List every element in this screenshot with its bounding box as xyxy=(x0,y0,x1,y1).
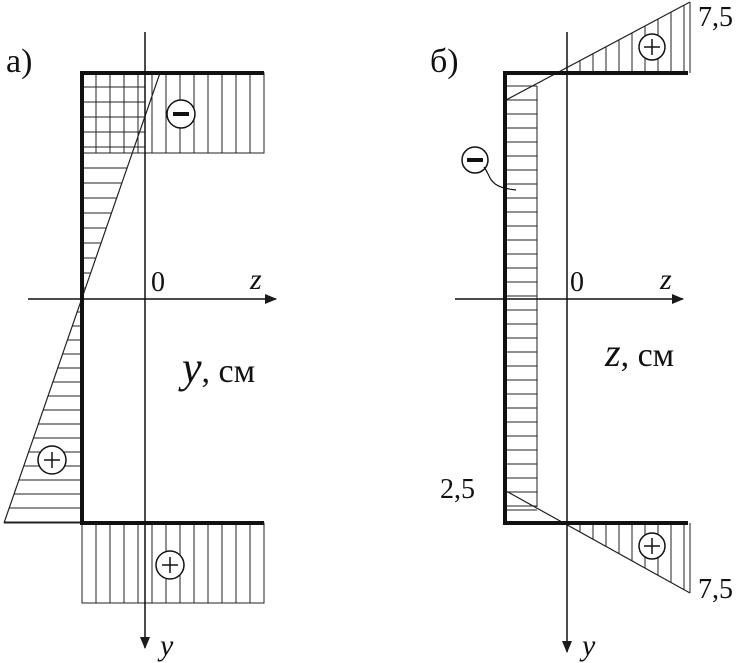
panel-a-origin-label: 0 xyxy=(151,267,165,298)
panel-b: б) 0 z y 7,5 7,5 2,5 z, см xyxy=(430,1,733,662)
panel-b-z-label: z xyxy=(659,263,672,296)
panel-a-plus-sign-web xyxy=(37,445,67,475)
panel-a-label: а) xyxy=(6,43,32,80)
panel-b-bot-tri-hatch xyxy=(579,523,685,590)
panel-b-value-top: 7,5 xyxy=(698,2,733,33)
panel-b-variable-caption: z, см xyxy=(604,330,674,375)
panel-a-z-label: z xyxy=(249,263,262,296)
panel-a-plus-sign-flange xyxy=(155,550,185,580)
panel-a: а) 0 z y y, см xyxy=(3,32,277,662)
panel-a-y-label: y xyxy=(157,629,174,662)
panel-b-web-hatch xyxy=(505,85,537,511)
panel-b-bottom-stress-line xyxy=(505,490,691,594)
panel-b-top-stress-line xyxy=(505,1,691,101)
panel-b-y-label: y xyxy=(579,629,596,662)
panel-a-section-contour xyxy=(80,71,264,525)
panel-b-plus-sign-bottom xyxy=(638,532,666,560)
panel-b-label: б) xyxy=(430,43,459,80)
panel-b-variable-symbol: z xyxy=(604,330,621,375)
panel-b-value-web: 2,5 xyxy=(440,474,475,505)
panel-a-upper-web-hatch xyxy=(82,152,133,289)
panel-b-value-bottom: 7,5 xyxy=(698,574,733,605)
panel-b-minus-sign xyxy=(461,146,517,191)
panel-a-minus-sign xyxy=(166,99,196,129)
panel-a-top-flange-hgrid xyxy=(82,86,145,148)
panel-b-top-tri-hatch xyxy=(579,5,685,73)
panel-b-variable-unit: , см xyxy=(621,337,675,374)
panel-b-origin-label: 0 xyxy=(570,267,584,298)
panel-a-variable-symbol: y xyxy=(178,343,202,392)
panel-a-variable-caption: y, см xyxy=(178,343,255,392)
panel-b-plus-sign-top xyxy=(638,33,666,61)
panel-b-section-contour xyxy=(503,71,688,525)
panel-a-variable-unit: , см xyxy=(202,353,256,390)
panel-a-lower-web-hatch xyxy=(4,311,82,523)
